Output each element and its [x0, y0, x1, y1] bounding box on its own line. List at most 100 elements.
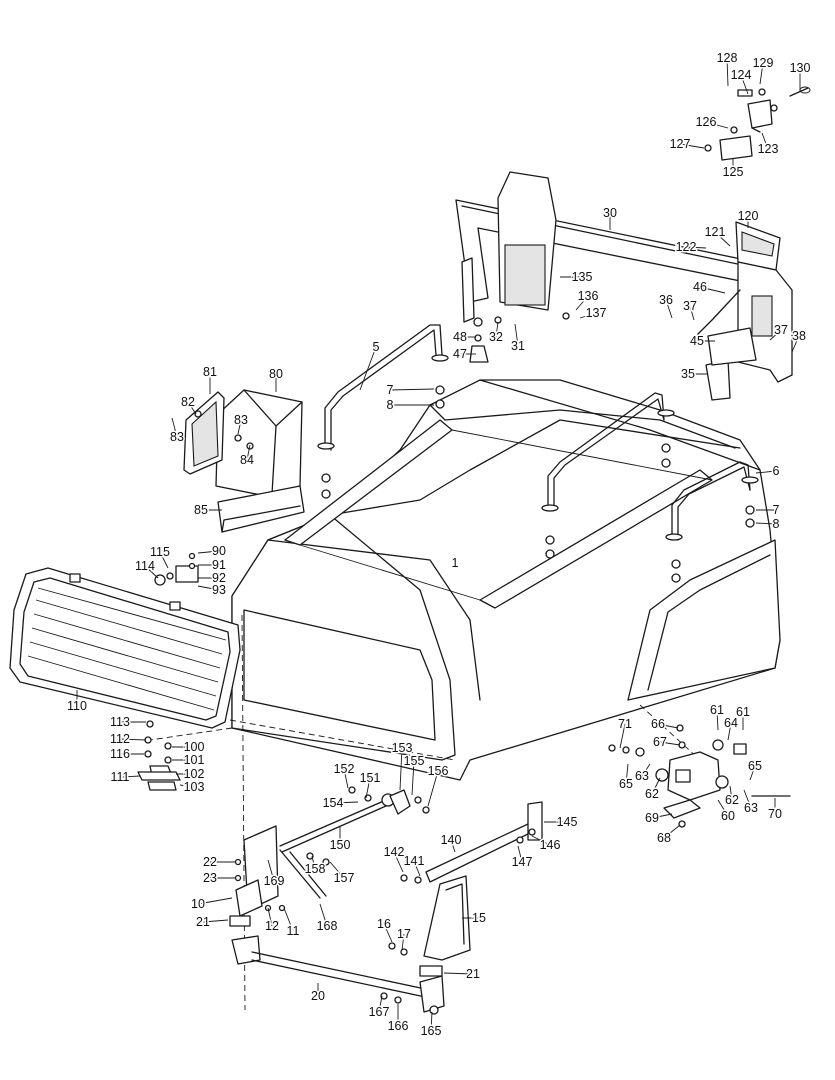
- rear-frame: [455, 171, 793, 401]
- callout-leader-line: [717, 799, 729, 817]
- part-number-label: 102: [184, 767, 205, 781]
- callout-21: 21: [443, 966, 481, 983]
- part-number-label: 7: [773, 503, 780, 517]
- part-number-label: 30: [603, 206, 617, 220]
- callout-147: 147: [510, 845, 534, 871]
- part-number-label: 16: [377, 917, 391, 931]
- part-number-label: 83: [234, 413, 248, 427]
- part-number-label: 62: [645, 787, 659, 801]
- part-number-label: 65: [619, 777, 633, 791]
- callout-122: 122: [674, 239, 707, 256]
- callout-166: 166: [386, 1004, 410, 1035]
- strut-and-brackets: [388, 801, 543, 977]
- callout-leader-line: [450, 839, 456, 853]
- hinge-detail-bottom: [137, 720, 181, 791]
- part-number-label: 168: [317, 919, 338, 933]
- part-number-label: 154: [323, 796, 344, 810]
- part-number-label: 147: [512, 855, 533, 869]
- callout-167: 167: [367, 995, 391, 1021]
- callout-112: 112: [109, 731, 147, 748]
- callout-169: 169: [262, 859, 286, 890]
- part-number-label: 121: [705, 225, 726, 239]
- callout-157: 157: [329, 861, 356, 887]
- part-number-label: 38: [792, 329, 806, 343]
- part-number-label: 169: [264, 874, 285, 888]
- callout-leader-line: [749, 765, 756, 781]
- callout-146: 146: [531, 835, 562, 854]
- callout-leader-line: [393, 851, 404, 873]
- lower-bar: [231, 935, 445, 1015]
- part-number-label: 31: [511, 339, 525, 353]
- callout-leader-line: [791, 335, 800, 353]
- part-number-label: 167: [369, 1005, 390, 1019]
- callout-165: 165: [419, 1011, 443, 1040]
- callout-leader-line: [197, 897, 233, 905]
- perforated-panel-135: [504, 244, 546, 306]
- callout-leader-line: [495, 321, 499, 338]
- callout-leader-line: [755, 470, 777, 474]
- callout-120: 120: [736, 208, 760, 228]
- callout-1: 1: [450, 555, 460, 572]
- callout-127: 127: [668, 136, 705, 153]
- callout-30: 30: [602, 205, 618, 230]
- callout-111: 111: [109, 769, 141, 786]
- callout-leader-line: [332, 801, 359, 804]
- part-number-label: 1: [452, 556, 459, 570]
- callout-61: 61: [709, 702, 725, 731]
- part-number-label: 157: [334, 871, 355, 885]
- part-number-label: 17: [397, 927, 411, 941]
- part-number-label: 6: [773, 464, 780, 478]
- callout-83: 83: [169, 417, 185, 446]
- callout-leader-line: [365, 777, 371, 799]
- hand-rails: [317, 324, 759, 583]
- part-number-label: 11: [287, 924, 300, 938]
- callout-leader-line: [399, 747, 403, 791]
- assembly-dashed-lines: [149, 614, 701, 1011]
- callout-leader-line: [197, 585, 220, 591]
- part-number-label: 84: [240, 453, 254, 467]
- callout-leader-line: [171, 417, 178, 438]
- callout-17: 17: [396, 926, 412, 951]
- callout-leader-line: [665, 299, 673, 319]
- callout-leader-line: [743, 789, 752, 809]
- part-number-label: 60: [721, 809, 735, 823]
- callout-81: 81: [202, 364, 218, 394]
- callout-92: 92: [198, 570, 227, 587]
- callout-103: 103: [179, 779, 206, 796]
- callout-6: 6: [755, 463, 781, 480]
- callout-8: 8: [385, 397, 434, 414]
- callout-22: 22: [202, 854, 236, 871]
- callout-65: 65: [618, 763, 634, 793]
- callout-137: 137: [579, 305, 608, 322]
- callout-140: 140: [439, 832, 463, 853]
- callout-leader-line: [319, 903, 328, 927]
- callout-leader-line: [202, 919, 229, 923]
- callout-leader-line: [359, 346, 377, 391]
- callout-leader-line: [179, 784, 195, 788]
- callout-leader-line: [413, 860, 421, 877]
- part-number-label: 165: [421, 1024, 442, 1038]
- callout-83: 83: [233, 412, 249, 435]
- part-number-label: 123: [758, 142, 779, 156]
- part-number-label: 92: [212, 571, 226, 585]
- callout-15: 15: [462, 910, 487, 927]
- callout-45: 45: [689, 333, 715, 350]
- part-number-label: 140: [441, 833, 462, 847]
- part-number-label: 47: [453, 347, 467, 361]
- callout-84: 84: [239, 444, 255, 469]
- callout-leader-line: [755, 522, 777, 525]
- callout-leader-line: [517, 845, 523, 863]
- latch-detail: [704, 86, 811, 161]
- callout-leader-line: [343, 768, 349, 789]
- part-number-label: 8: [773, 517, 780, 531]
- callout-141: 141: [402, 853, 426, 877]
- part-number-label: 21: [196, 915, 210, 929]
- callout-93: 93: [197, 582, 227, 599]
- part-number-label: 7: [387, 383, 394, 397]
- callout-leader-line: [651, 777, 661, 795]
- callout-65: 65: [747, 758, 763, 781]
- callout-16: 16: [376, 916, 392, 943]
- callout-leader-line: [144, 565, 159, 579]
- callout-48: 48: [452, 329, 476, 346]
